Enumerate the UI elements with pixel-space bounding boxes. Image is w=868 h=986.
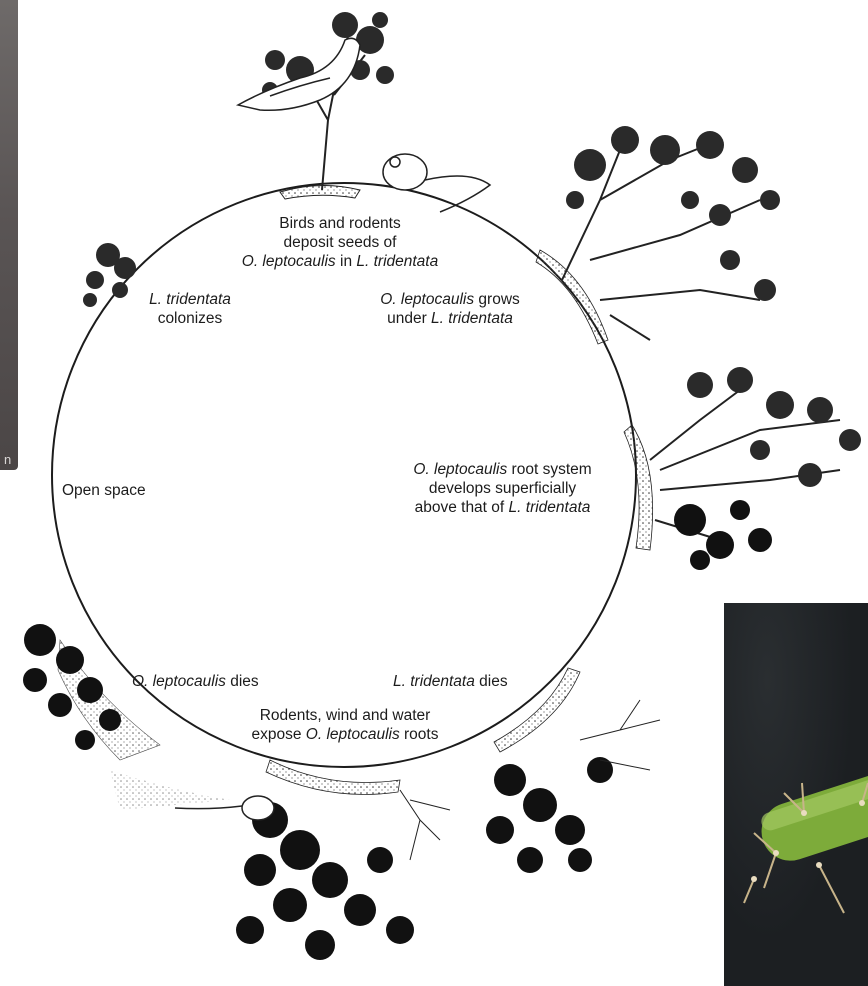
label-text: dies: [475, 673, 508, 690]
label-text: under: [387, 310, 431, 327]
bottom-roots: [236, 802, 414, 960]
species-name: O. leptocaulis: [413, 461, 507, 478]
label-open-space: Open space: [62, 481, 146, 500]
species-name: L. tridentata: [149, 291, 231, 308]
species-name: O. leptocaulis: [380, 291, 474, 308]
label-text: above that of: [415, 499, 509, 516]
label-leptocaulis-dies: O. leptocaulis dies: [132, 672, 259, 691]
species-name: L. tridentata: [509, 499, 591, 516]
species-name: L. tridentata: [393, 673, 475, 690]
right-shrub: [650, 367, 861, 570]
species-name: L. tridentata: [356, 253, 438, 270]
species-name: O. leptocaulis: [132, 673, 226, 690]
lower-right-fine-roots: [580, 700, 660, 770]
label-birds-rodents: Birds and rodents deposit seeds of O. le…: [210, 214, 470, 271]
cactus-stem-graphic: [724, 603, 868, 986]
label-text: grows: [474, 291, 520, 308]
label-root-system: O. leptocaulis root system develops supe…: [370, 460, 635, 517]
label-text: root system: [507, 461, 591, 478]
label-text: expose: [252, 726, 306, 743]
label-line: develops superficially: [370, 479, 635, 498]
upper-left-shrub: [83, 243, 136, 307]
label-expose-roots: Rodents, wind and water expose O. leptoc…: [200, 706, 490, 744]
rodent-top: [383, 154, 490, 212]
label-line: deposit seeds of: [210, 233, 470, 252]
upper-right-shrub: [562, 126, 780, 340]
label-line: O. leptocaulis in L. tridentata: [210, 252, 470, 271]
label-line: Birds and rodents: [210, 214, 470, 233]
species-name: O. leptocaulis: [306, 726, 400, 743]
label-line: Rodents, wind and water: [200, 706, 490, 725]
label-line: colonizes: [130, 309, 250, 328]
label-text: dies: [226, 673, 259, 690]
label-text: in: [336, 253, 357, 270]
label-text: roots: [400, 726, 439, 743]
species-name: L. tridentata: [431, 310, 513, 327]
species-name: O. leptocaulis: [242, 253, 336, 270]
label-colonizes: L. tridentata colonizes: [130, 290, 250, 328]
cactus-photo: [724, 603, 868, 986]
blowing-soil: [110, 770, 230, 810]
lower-right-roots: [486, 757, 613, 873]
label-tridentata-dies: L. tridentata dies: [393, 672, 508, 691]
label-grows-under: O. leptocaulis grows under L. tridentata: [345, 290, 555, 328]
bottom-fine-roots: [400, 790, 450, 860]
